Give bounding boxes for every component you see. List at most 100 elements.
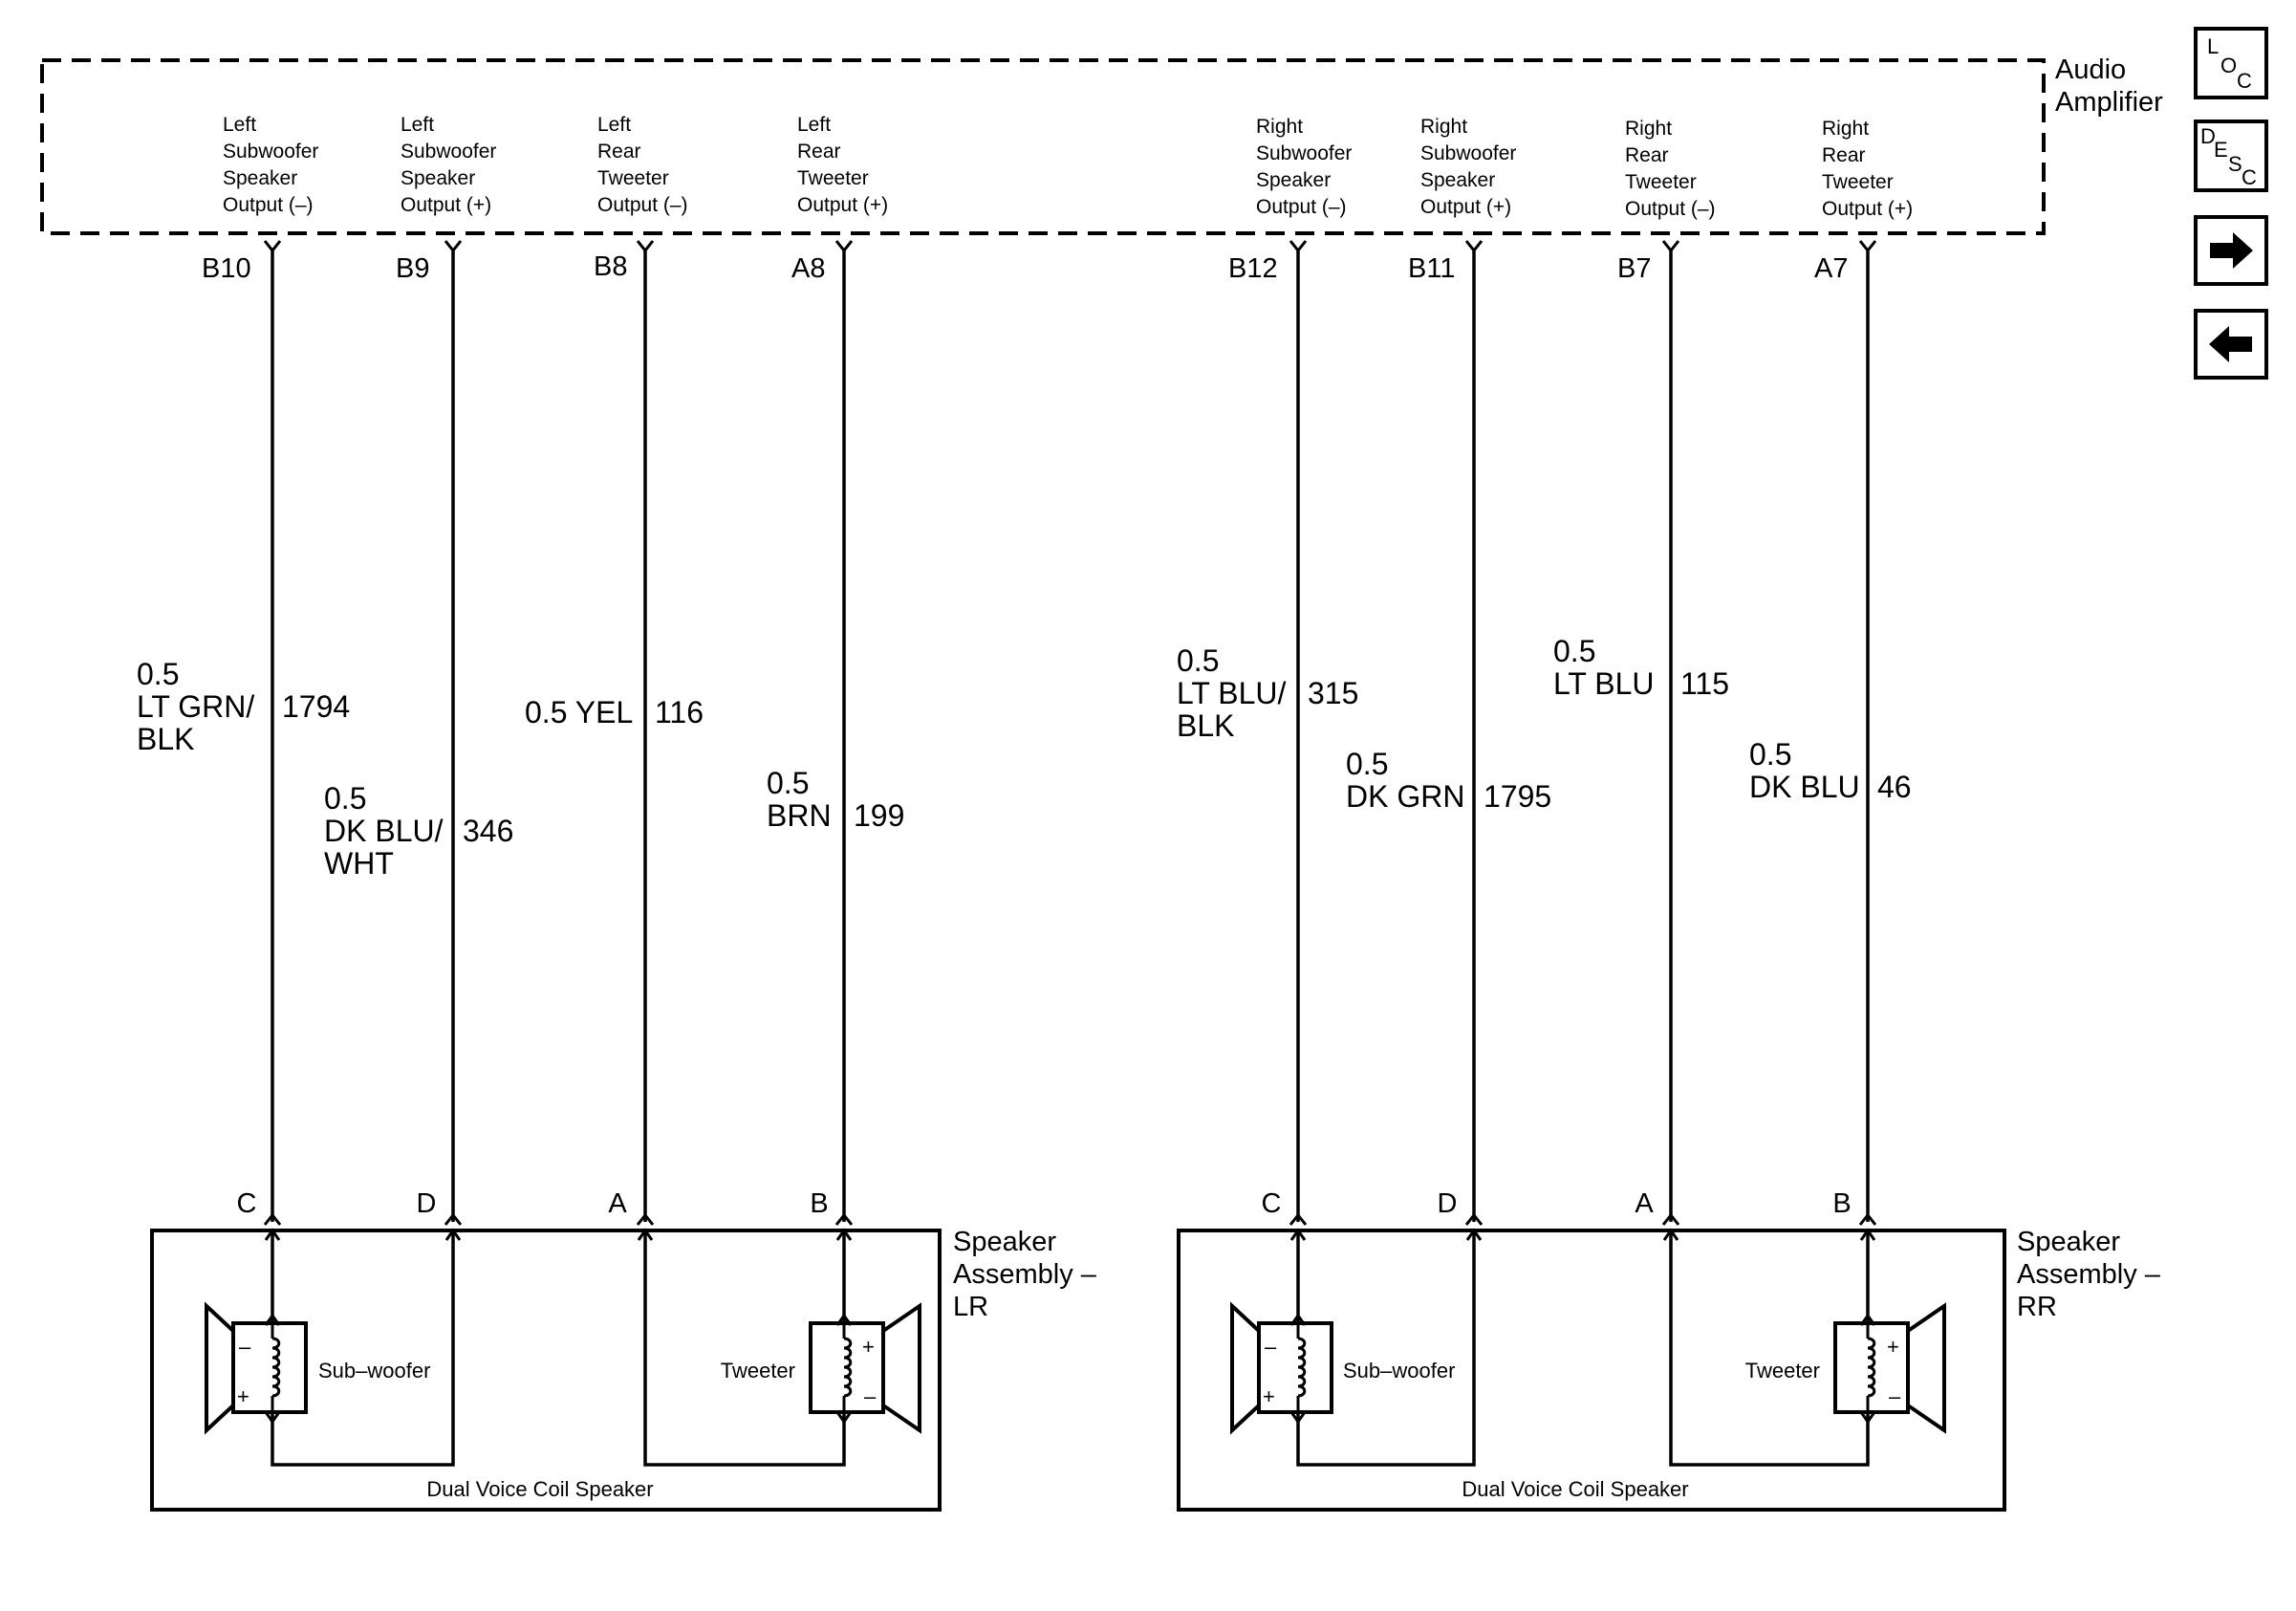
terminal-arrow xyxy=(264,1228,281,1241)
speaker-pin-label-b12: C xyxy=(1262,1188,1282,1219)
terminal-arrow xyxy=(1465,1228,1483,1241)
audio-amplifier-box xyxy=(40,58,2046,235)
connector-chevron-bottom xyxy=(1464,1212,1484,1226)
pin-label-a8: A8 xyxy=(791,253,825,284)
connector-chevron-bottom xyxy=(1661,1212,1680,1226)
subwoofer-magnet xyxy=(231,1321,308,1414)
speaker-assembly-lr: Speaker Assembly – LR Dual Voice Coil Sp… xyxy=(150,1227,1097,1512)
speaker-pin-label-a8: B xyxy=(810,1188,828,1219)
speaker-assembly-rr-box xyxy=(1177,1229,2006,1512)
voice-coil xyxy=(1297,1337,1307,1398)
speaker-rr-caption: Dual Voice Coil Speaker xyxy=(1462,1477,1688,1501)
back-button[interactable] xyxy=(2194,309,2268,380)
speaker-lr-subwoofer-label: Sub–woofer xyxy=(318,1359,430,1382)
voice-coil xyxy=(271,1337,281,1398)
connector-chevron-bottom xyxy=(263,1212,282,1226)
speaker-lr-tweeter-label: Tweeter xyxy=(721,1359,795,1382)
wire-color-label-b8: 0.5 YEL xyxy=(525,695,633,729)
terminal-arrow xyxy=(1859,1313,1876,1326)
pin-label-b11: B11 xyxy=(1408,253,1455,284)
circuit-number-a7: 46 xyxy=(1877,770,1912,804)
pin-label-a7: A7 xyxy=(1814,253,1848,284)
tweeter-plus-symbol: + xyxy=(1887,1335,1899,1359)
loc-button[interactable]: L O C xyxy=(2194,27,2268,99)
circuit-number-b10: 1794 xyxy=(282,689,350,724)
pin-label-b10: B10 xyxy=(202,253,251,284)
voice-coil xyxy=(843,1337,853,1398)
terminal-arrow xyxy=(637,1228,654,1241)
circuit-number-b11: 1795 xyxy=(1484,779,1551,814)
desc-letter-c: C xyxy=(2242,165,2257,189)
audio-amplifier-label: Audio Amplifier xyxy=(2055,54,2163,118)
connector-chevron-bottom xyxy=(1858,1212,1877,1226)
tweeter-plus-symbol: + xyxy=(862,1335,875,1359)
circuit-number-b12: 315 xyxy=(1308,676,1358,710)
subwoofer-cone-icon xyxy=(205,1301,235,1435)
desc-button[interactable]: D E S C xyxy=(2194,120,2268,192)
desc-letter-e: E xyxy=(2214,138,2228,162)
tweeter-cone-icon xyxy=(881,1302,921,1434)
speaker-assembly-rr-label: Speaker Assembly – RR xyxy=(2017,1227,2168,1322)
terminal-arrow xyxy=(1289,1313,1307,1326)
speaker-pin-label-b10: C xyxy=(237,1188,257,1219)
terminal-arrow xyxy=(444,1228,462,1241)
terminal-arrow xyxy=(264,1313,281,1326)
circuit-number-b7: 115 xyxy=(1680,666,1729,701)
terminal-arrow xyxy=(1859,1228,1876,1241)
circuit-number-a8: 199 xyxy=(854,798,904,833)
pin-label-b7: B7 xyxy=(1617,253,1651,284)
tweeter-minus-symbol: – xyxy=(864,1384,877,1408)
subwoofer-plus-symbol: + xyxy=(237,1384,249,1408)
speaker-pin-label-b11: D xyxy=(1438,1188,1458,1219)
forward-button[interactable] xyxy=(2194,215,2268,286)
subwoofer-cone-icon xyxy=(1230,1301,1261,1435)
connector-chevron-bottom xyxy=(1289,1212,1308,1226)
speaker-rr-tweeter-label: Tweeter xyxy=(1745,1359,1820,1382)
connector-chevron-bottom xyxy=(636,1212,655,1226)
subwoofer-minus-symbol: – xyxy=(1265,1335,1277,1359)
tweeter-cone-icon xyxy=(1906,1302,1946,1434)
connector-chevron-bottom xyxy=(834,1212,854,1226)
subwoofer-plus-symbol: + xyxy=(1263,1384,1275,1408)
terminal-arrow xyxy=(835,1313,853,1326)
voice-coil xyxy=(1867,1337,1876,1398)
speaker-lr-caption: Dual Voice Coil Speaker xyxy=(426,1477,653,1501)
desc-letter-d: D xyxy=(2200,124,2216,148)
pin-label-b12: B12 xyxy=(1228,253,1278,284)
arrow-right-icon xyxy=(2210,232,2253,269)
loc-letter-c: C xyxy=(2237,69,2252,93)
pin-label-b9: B9 xyxy=(396,253,429,284)
terminal-arrow xyxy=(1662,1228,1679,1241)
speaker-pin-label-b8: A xyxy=(608,1188,627,1219)
pin-label-b8: B8 xyxy=(594,251,627,282)
subwoofer-minus-symbol: – xyxy=(239,1335,251,1359)
speaker-pin-label-b7: A xyxy=(1635,1188,1654,1219)
speaker-pin-label-a7: B xyxy=(1832,1188,1851,1219)
terminal-arrow xyxy=(1289,1228,1307,1241)
subwoofer-magnet xyxy=(1257,1321,1333,1414)
desc-letter-s: S xyxy=(2228,152,2242,176)
speaker-rr-subwoofer-label: Sub–woofer xyxy=(1343,1359,1455,1382)
